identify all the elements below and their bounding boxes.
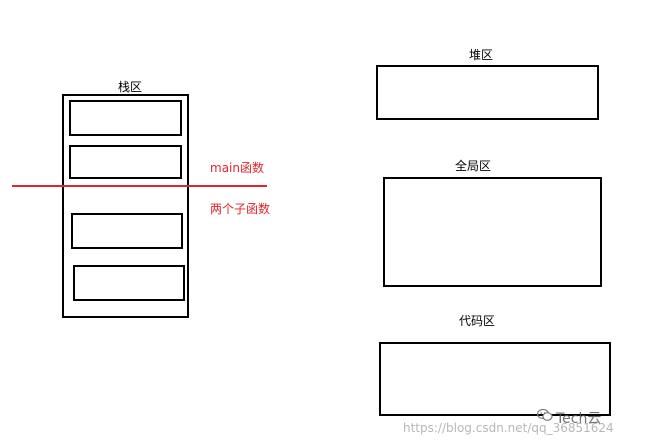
main-function-divider [12,185,267,187]
sub-functions-label: 两个子函数 [210,202,271,216]
code-region [379,342,611,416]
stack-frame-3 [71,213,183,249]
wechat-icon [537,408,553,421]
brand-watermark: Tech云 [556,411,602,427]
main-function-label: main函数 [210,161,264,175]
stack-frame-4 [73,265,185,301]
heap-label: 堆区 [469,48,494,62]
stack-frame-1 [69,100,182,136]
global-region [383,177,602,287]
stack-label: 栈区 [118,80,143,94]
stack-frame-2 [69,145,182,179]
code-label: 代码区 [459,314,496,328]
global-label: 全局区 [455,159,492,173]
heap-region [376,65,599,120]
url-watermark: https://blog.csdn.net/qq_36851624 [403,421,614,435]
